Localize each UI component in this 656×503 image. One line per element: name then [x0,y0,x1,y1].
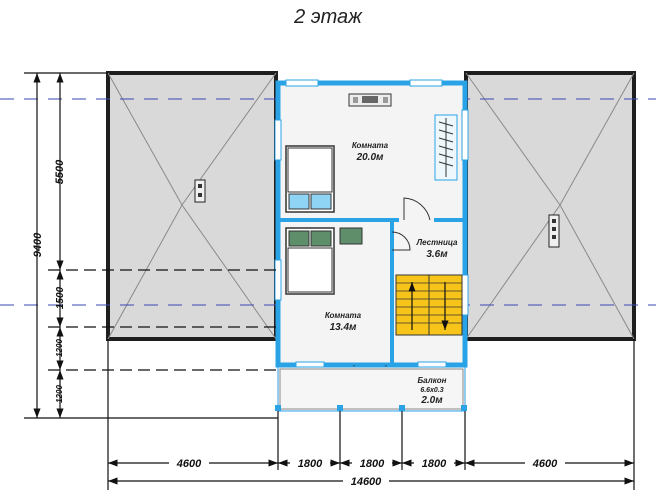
stair-area: 3.6м [426,249,448,260]
chimney-icon [194,179,206,203]
room-bottom-area: 13.4м [330,322,357,333]
stairs [395,274,463,336]
dim-vertical-1: 5500 [54,159,66,184]
room-bottom-name: Комната [325,311,362,320]
dim-horizontal-4: 1800 [422,458,447,470]
room-top-name: Комната [352,141,389,150]
left-roof [106,71,278,341]
bed-icon [285,145,335,213]
stair-name: Лестница [416,238,458,247]
vertical-dimensions [24,72,278,419]
house-walls [274,79,469,369]
balcony-name: Балкон [418,376,447,385]
nightstand-icon [339,227,363,245]
dim-horizontal-5: 4600 [532,458,558,470]
room-top-area: 20.0м [356,152,384,163]
dim-vertical-total: 9400 [32,232,44,257]
wardrobe-icon [434,114,458,181]
right-roof [464,71,636,341]
axis-lines [0,98,656,306]
dim-horizontal-total: 14600 [351,476,382,488]
dim-horizontal-2: 1800 [298,458,323,470]
dim-vertical-2: 1500 [55,286,66,309]
bed-icon [285,227,335,295]
dim-vertical-3: 1200 [55,339,64,357]
balcony [275,366,467,412]
dim-vertical-4: 1200 [55,385,64,403]
balcony-size: 6.6x0.3 [420,387,443,394]
dim-horizontal-3: 1800 [360,458,385,470]
balcony-area: 2.0м [420,395,443,406]
chimney-icon [548,214,560,248]
dim-horizontal-1: 4600 [176,458,202,470]
plan-title: 2 этаж [294,6,362,28]
dresser-icon [348,93,392,107]
